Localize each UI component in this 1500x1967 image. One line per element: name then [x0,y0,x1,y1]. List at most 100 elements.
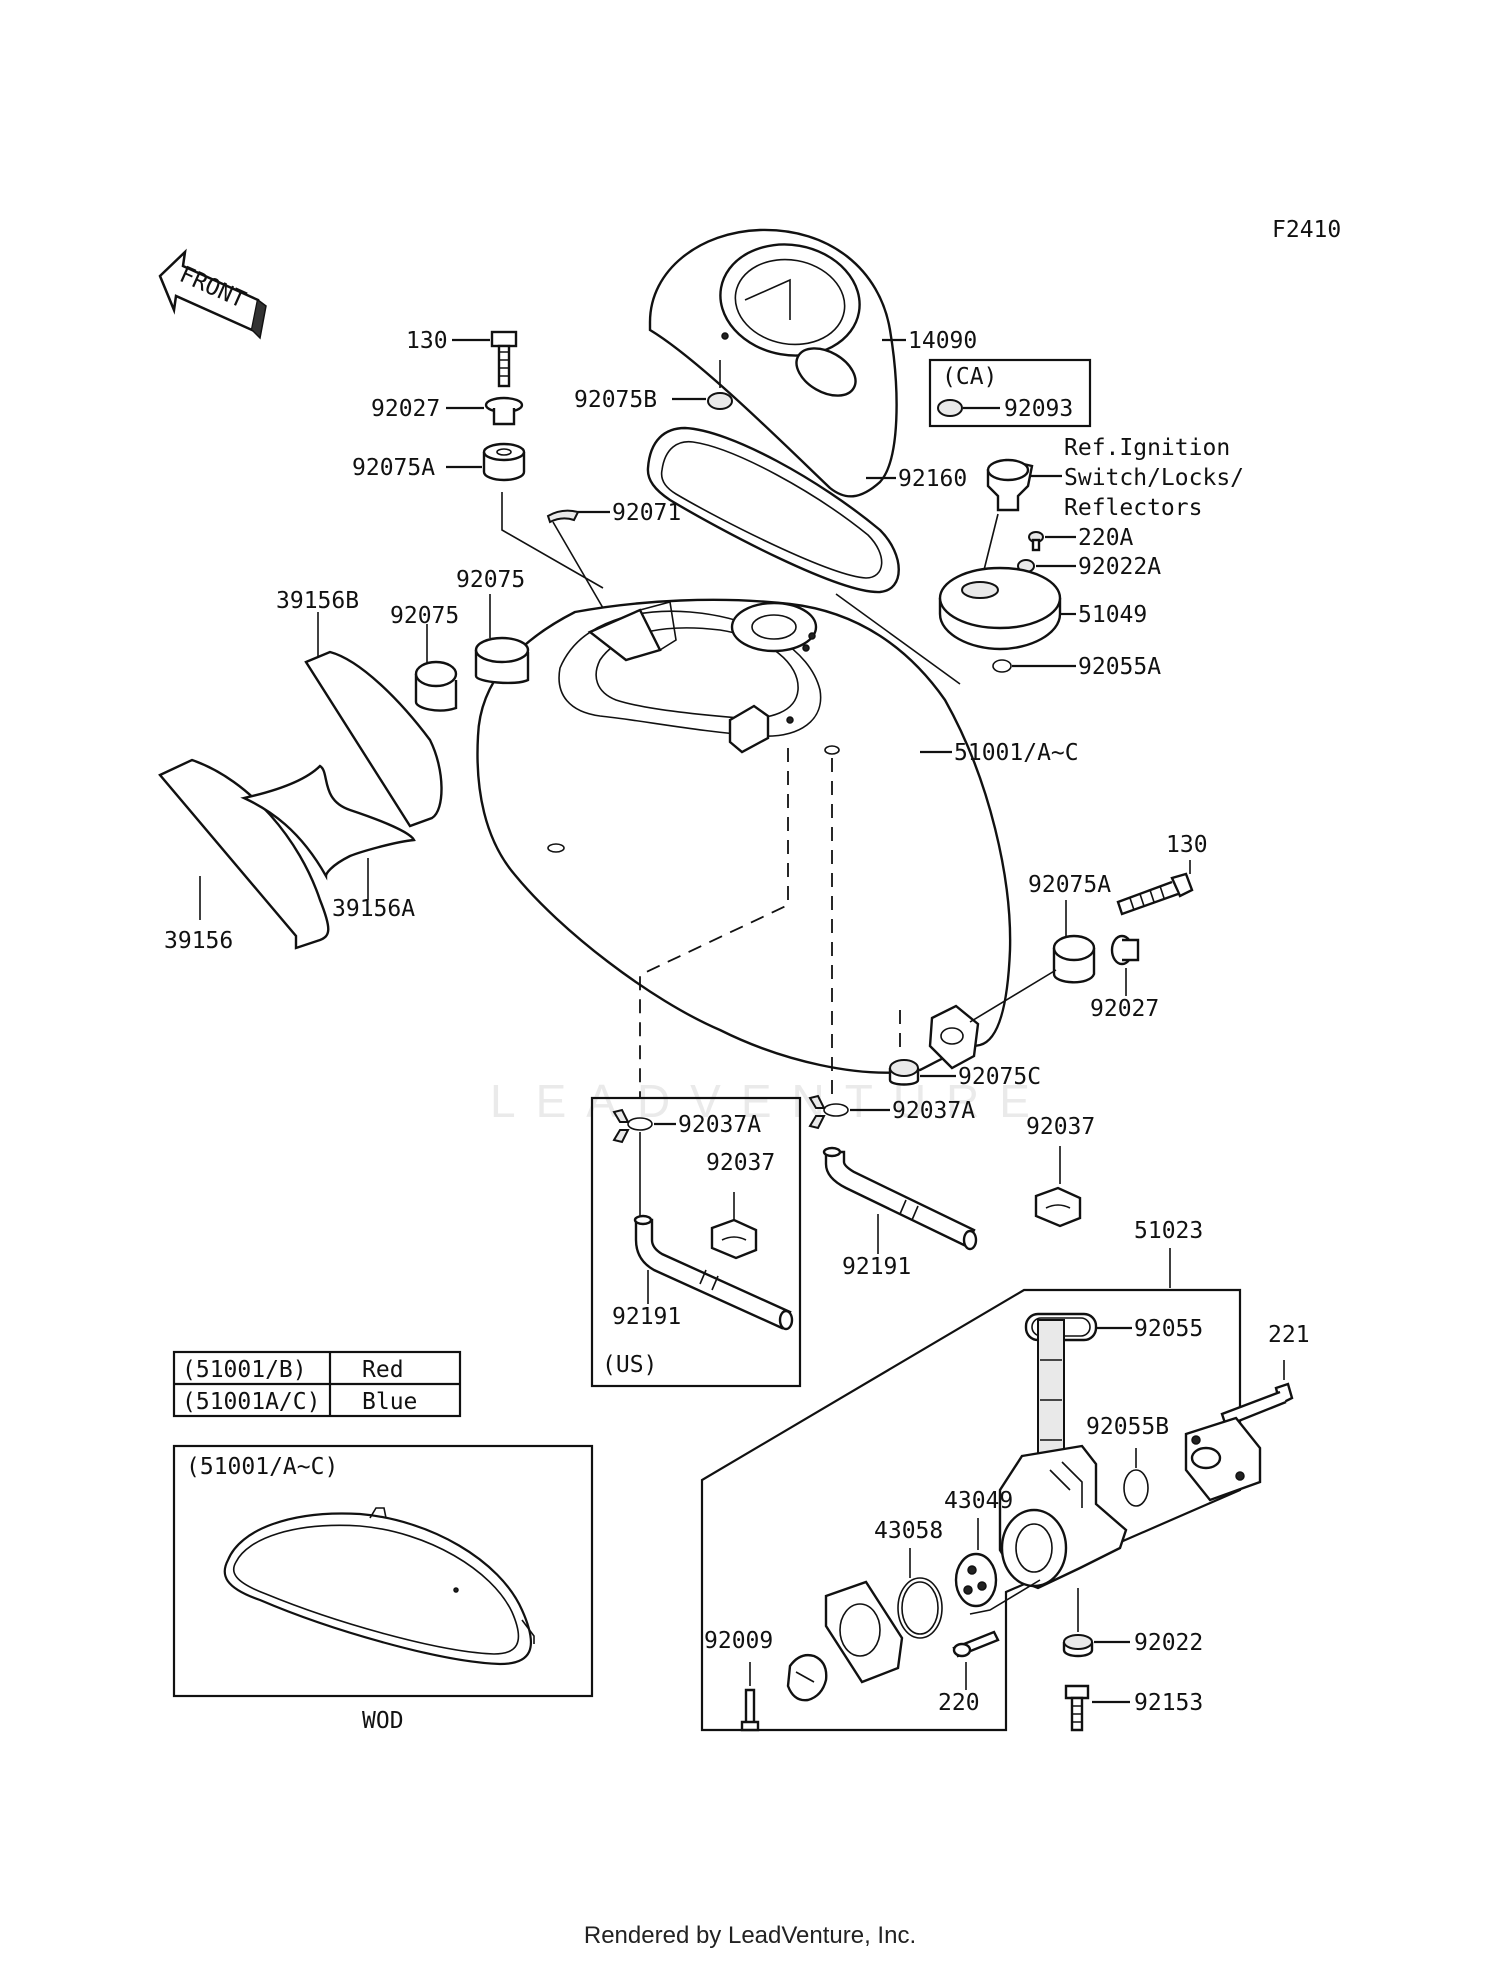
collar-92027-rear [1110,934,1140,966]
callout-92055B: 92055B [1086,1414,1169,1440]
callout-92022: 92022 [1134,1630,1203,1656]
callout-92075A-top: 92075A [352,455,435,481]
color-row-1-color: Red [362,1357,404,1383]
clip-92037-right [1034,1186,1082,1228]
callout-92009: 92009 [704,1628,773,1654]
hose-92191-center [822,1146,978,1251]
color-table: (51001/B) Red (51001A/C) Blue [172,1350,462,1418]
diagram-id: F2410 [1272,217,1341,243]
side-cover-39156 [158,758,330,950]
callout-92075-top: 92075 [456,567,525,593]
oring-43058 [897,1577,943,1639]
bolt-130-top [490,330,518,388]
clip-92071 [546,509,580,524]
callout-14090: 14090 [908,328,977,354]
callout-92160: 92160 [898,466,967,492]
watermark-text: LEADVENTURE [490,1075,1050,1127]
lever-plate [824,1580,904,1684]
callout-39156: 39156 [164,928,233,954]
callout-92027-top: 92027 [371,396,440,422]
callout-130-rear: 130 [1166,832,1208,858]
rubber-92075-top [474,636,530,685]
callout-92075A-rear: 92075A [1028,872,1111,898]
callout-51023: 51023 [1134,1218,1203,1244]
screw-221 [1220,1382,1294,1428]
callout-92037-right: 92037 [1026,1114,1095,1140]
callout-130-top: 130 [406,328,448,354]
color-row-2-color: Blue [362,1389,417,1415]
lever-knob [786,1653,828,1702]
callout-220: 220 [938,1690,980,1716]
rubber-92075-left [414,660,458,712]
side-pad-39156B [304,650,443,828]
callout-92037A-center: 92037A [892,1098,975,1124]
ref-line-1: Ref.Ignition [1064,435,1230,461]
fuel-cock-box [700,1288,1242,1732]
callout-92037-left: 92037 [706,1150,775,1176]
callout-92191-left: 92191 [612,1304,681,1330]
callout-51049: 51049 [1078,602,1147,628]
callout-92055: 92055 [1134,1316,1203,1342]
gasket-43049 [954,1552,998,1608]
callout-92191-center: 92191 [842,1254,911,1280]
callout-92075B: 92075B [574,387,657,413]
clip-92037-left [710,1218,758,1260]
collar-92027-top [484,396,524,426]
oring-92055A [992,659,1012,673]
ref-line-3: Reflectors [1064,495,1202,521]
fuel-tank-51001 [476,598,1012,1074]
us-label: (US) [602,1352,657,1378]
nut-92093 [937,399,963,417]
callout-92075C: 92075C [958,1064,1041,1090]
callout-51001: 51001/A~C [954,740,1079,766]
callout-92071: 92071 [612,500,681,526]
fuel-cock-body [969,1319,1128,1615]
inset-box [172,1444,594,1698]
color-row-1-code: (51001/B) [182,1357,307,1383]
inset-label: (51001/A~C) [186,1454,338,1480]
side-pad-39156A [240,764,416,881]
callout-39156B: 39156B [276,588,359,614]
screw-220A [1028,531,1044,552]
clamp-92037A-left [612,1108,653,1144]
ref-line-2: Switch/Locks/ [1064,465,1244,491]
washer-92022 [1062,1634,1094,1658]
grommet-92075C [888,1059,920,1086]
grommet-92075A-top [482,442,526,482]
callout-39156A: 39156A [332,896,415,922]
callout-92093: 92093 [1004,396,1073,422]
bolt-92153 [1064,1684,1090,1732]
ignition-part [986,458,1034,512]
gasket-92160 [646,426,900,594]
leader-92075A-tank [501,492,604,589]
callout-92055A: 92055A [1078,654,1161,680]
tank-cap-51049 [938,566,1062,651]
inset-caption: WOD [362,1708,404,1734]
color-row-2-code: (51001A/C) [182,1389,320,1415]
callout-92037A-left: 92037A [678,1112,761,1138]
bolt-130-rear [1116,872,1194,916]
footer-credit: Rendered by LeadVenture, Inc. [583,1922,917,1949]
ca-box [928,358,1092,428]
callout-220A: 220A [1078,525,1134,551]
callout-92022A: 92022A [1078,554,1161,580]
inset-tank-outline [223,1507,535,1666]
callout-92075-left: 92075 [390,603,459,629]
oring-92055B [1123,1469,1149,1507]
callout-92027-rear: 92027 [1090,996,1159,1022]
callout-43058: 43058 [874,1518,943,1544]
callout-92153: 92153 [1134,1690,1203,1716]
cover-plate [1184,1416,1262,1502]
meter-cover-14090 [648,228,898,498]
clamp-92037A-center [808,1094,849,1130]
callout-221: 221 [1268,1322,1310,1348]
callout-43049: 43049 [944,1488,1013,1514]
screw-92009 [740,1688,760,1732]
front-arrow-icon: FRONT [158,248,267,340]
grommet-92075A-rear [1052,934,1096,984]
ca-label: (CA) [942,364,997,390]
us-box [590,1096,802,1388]
grommet-92075B [707,392,733,410]
screw-220 [952,1630,1000,1658]
